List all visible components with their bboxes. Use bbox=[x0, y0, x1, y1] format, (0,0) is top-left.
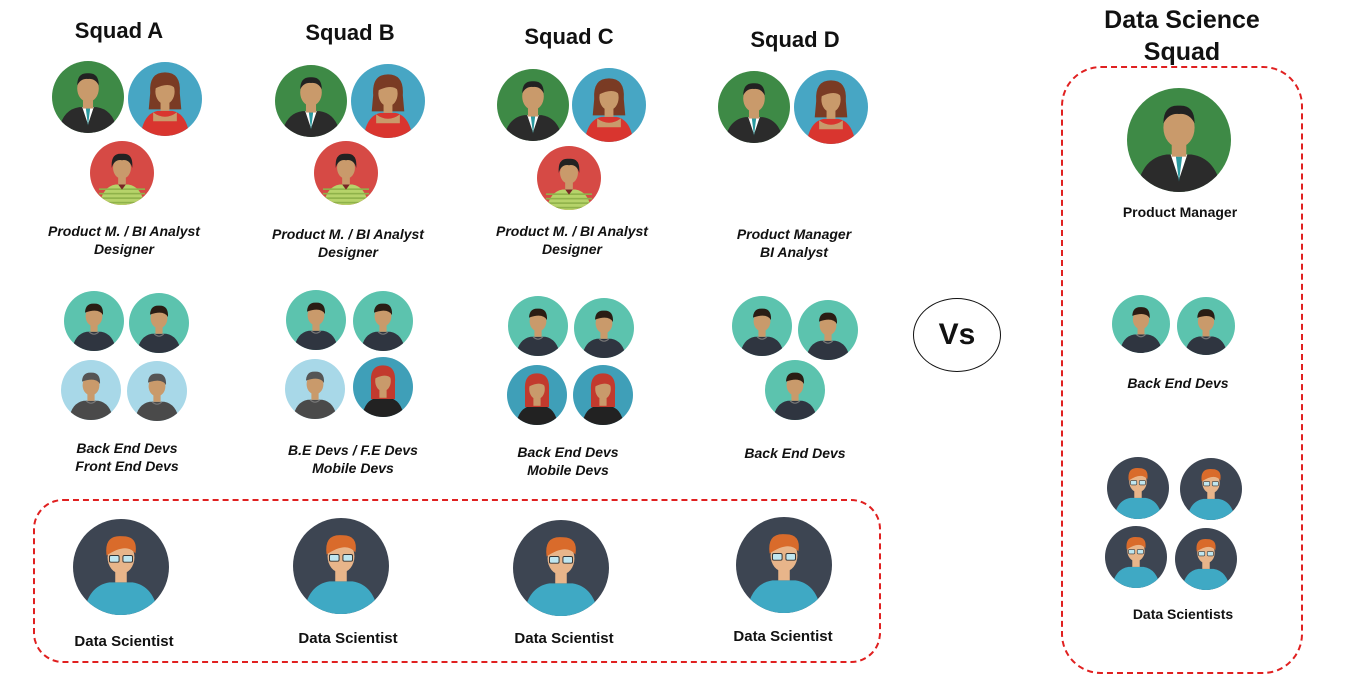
dev-avatar bbox=[508, 296, 568, 357]
squad-a-ds-label: Data Scientist bbox=[74, 633, 174, 650]
designer-avatar bbox=[90, 141, 154, 206]
role-line: Front End Devs bbox=[75, 458, 179, 474]
role-line: Designer bbox=[542, 241, 602, 257]
analyst-avatar bbox=[351, 64, 425, 139]
squad-d-ds-label: Data Scientist bbox=[733, 628, 833, 645]
squad-b-title: Squad B bbox=[305, 20, 395, 45]
designer-avatar bbox=[314, 141, 378, 206]
squad-a-roles-top: Product M. / BI Analyst Designer bbox=[24, 222, 224, 258]
role-line: Mobile Devs bbox=[527, 462, 609, 478]
squad-a-roles-bottom: Back End Devs Front End Devs bbox=[27, 439, 227, 475]
role-line: Product M. / BI Analyst bbox=[48, 223, 200, 239]
frontend-avatar bbox=[285, 359, 345, 420]
dev-avatar bbox=[129, 293, 189, 354]
role-line: Back End Devs bbox=[76, 440, 178, 456]
pm-avatar bbox=[497, 69, 569, 141]
squad-c-title: Squad C bbox=[524, 24, 614, 49]
dev-avatar bbox=[286, 290, 346, 351]
role-line: Product Manager bbox=[736, 226, 852, 242]
squad-c-ds-label: Data Scientist bbox=[514, 630, 614, 647]
ds-squad-scientists-label: Data Scientists bbox=[1132, 606, 1234, 622]
squad-d-roles-bottom: Back End Devs bbox=[695, 444, 895, 462]
mobile-avatar bbox=[353, 357, 413, 418]
squad-c-roles-bottom: Back End Devs Mobile Devs bbox=[468, 443, 668, 479]
ds-squad-pm-label: Product Manager bbox=[1122, 204, 1238, 220]
squad-b-roles-top: Product M. / BI Analyst Designer bbox=[248, 225, 448, 261]
role-line: Mobile Devs bbox=[312, 460, 394, 476]
analyst-avatar bbox=[572, 68, 646, 143]
squad-a-title: Squad A bbox=[74, 18, 164, 43]
analyst-avatar bbox=[128, 62, 202, 137]
vs-label: Vs bbox=[938, 318, 976, 351]
frontend-avatar bbox=[127, 361, 187, 422]
data-science-squad-box bbox=[1061, 66, 1303, 674]
squad-data-scientists-group bbox=[33, 499, 881, 663]
squad-b-roles-bottom: B.E Devs / F.E Devs Mobile Devs bbox=[253, 441, 453, 477]
mobile-avatar bbox=[507, 365, 567, 426]
dev-avatar bbox=[574, 298, 634, 359]
dev-avatar bbox=[765, 360, 825, 421]
pm-avatar bbox=[275, 65, 347, 137]
squad-d-roles-top: Product Manager BI Analyst bbox=[694, 225, 894, 261]
squad-c-roles-top: Product M. / BI Analyst Designer bbox=[472, 222, 672, 258]
role-line: Designer bbox=[94, 241, 154, 257]
dev-avatar bbox=[353, 291, 413, 352]
mobile-avatar bbox=[573, 365, 633, 426]
ds-squad-backend-label: Back End Devs bbox=[1127, 375, 1229, 391]
title-line: Data Science bbox=[1104, 6, 1260, 34]
pm-avatar bbox=[52, 61, 124, 133]
role-line: Back End Devs bbox=[517, 444, 619, 460]
analyst-avatar bbox=[794, 70, 868, 145]
vs-circle: Vs bbox=[913, 298, 1001, 372]
data-science-squad-title: Data Science Squad bbox=[1072, 4, 1292, 68]
role-line: Designer bbox=[318, 244, 378, 260]
squad-b-ds-label: Data Scientist bbox=[298, 630, 398, 647]
dev-avatar bbox=[64, 291, 124, 352]
frontend-avatar bbox=[61, 360, 121, 421]
pm-avatar bbox=[718, 71, 790, 143]
dev-avatar bbox=[798, 300, 858, 361]
role-line: BI Analyst bbox=[760, 244, 828, 260]
title-line: Squad bbox=[1143, 38, 1221, 66]
squad-d-title: Squad D bbox=[750, 27, 840, 52]
role-line: Product M. / BI Analyst bbox=[272, 226, 424, 242]
dev-avatar bbox=[732, 296, 792, 357]
designer-avatar bbox=[537, 146, 601, 211]
role-line: Product M. / BI Analyst bbox=[496, 223, 648, 239]
role-line: B.E Devs / F.E Devs bbox=[288, 442, 418, 458]
role-line: Back End Devs bbox=[744, 445, 846, 461]
